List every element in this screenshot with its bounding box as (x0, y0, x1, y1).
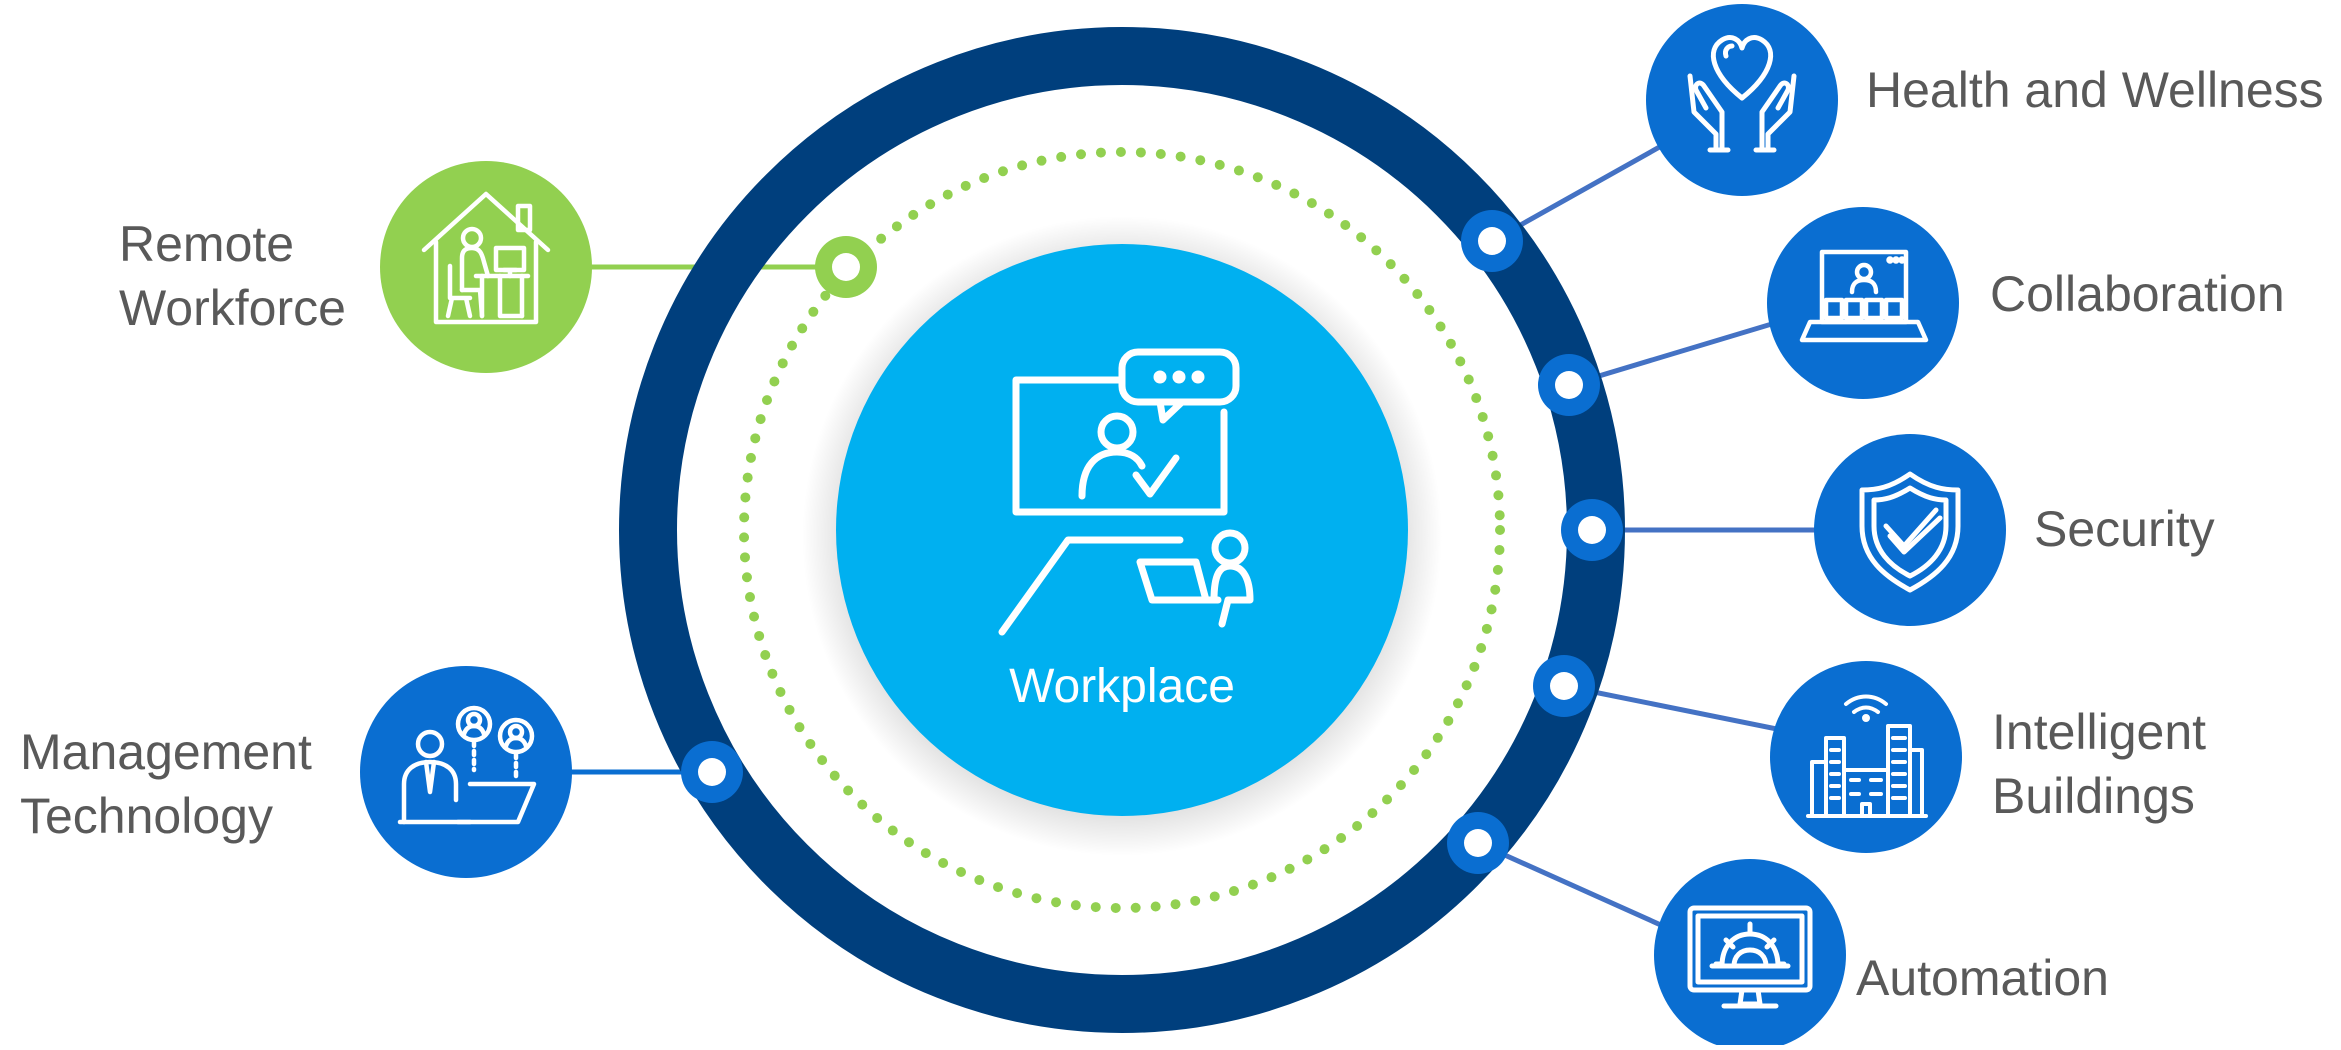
label-buildings-line-1: Intelligent (1992, 704, 2207, 760)
label-buildings: Intelligent Buildings (1992, 700, 2206, 828)
label-security-line-1: Security (2034, 501, 2215, 557)
shield-check-icon (1859, 471, 1961, 593)
label-remote-line-2: Workforce (119, 280, 346, 336)
home-office-icon (421, 191, 551, 325)
label-health-line-1: Health and Wellness (1866, 62, 2324, 118)
label-mgmt-line-1: Management (20, 724, 312, 780)
label-health: Health and Wellness (1866, 58, 2324, 122)
connector-automation (1476, 840, 1674, 933)
connector-health (1490, 137, 1674, 244)
monitor-gear-icon (1687, 905, 1813, 1009)
label-mgmt-line-2: Technology (20, 788, 273, 844)
label-collab-line-1: Collaboration (1990, 266, 2285, 322)
topic-collab (1767, 207, 1959, 399)
topic-mgmt (360, 666, 572, 878)
caring-hands-heart-icon (1687, 35, 1797, 153)
ring-nodes (681, 210, 1623, 874)
video-conference-laptop-icon (1799, 249, 1929, 343)
label-automation-line-1: Automation (1856, 950, 2109, 1006)
connector-collab (1568, 317, 1786, 388)
topic-automation (1654, 859, 1846, 1050)
label-automation: Automation (1856, 946, 2109, 1010)
label-mgmt: Management Technology (20, 720, 312, 848)
video-meeting-icon (998, 348, 1254, 636)
topic-remote (380, 161, 592, 373)
label-remote: Remote Workforce (119, 212, 346, 340)
topic-buildings (1770, 661, 1962, 853)
manager-team-icon (397, 705, 537, 825)
topic-health (1646, 4, 1838, 196)
label-collab: Collaboration (1990, 262, 2285, 326)
smart-buildings-icon (1806, 694, 1928, 818)
center-circle (836, 244, 1408, 816)
center-label: Workplace (1009, 660, 1235, 713)
connector-buildings (1563, 683, 1783, 733)
label-security: Security (2034, 497, 2215, 561)
label-buildings-line-2: Buildings (1992, 768, 2195, 824)
topic-security (1814, 434, 2006, 626)
dotted-ring (739, 147, 1505, 913)
label-remote-line-1: Remote (119, 216, 295, 272)
